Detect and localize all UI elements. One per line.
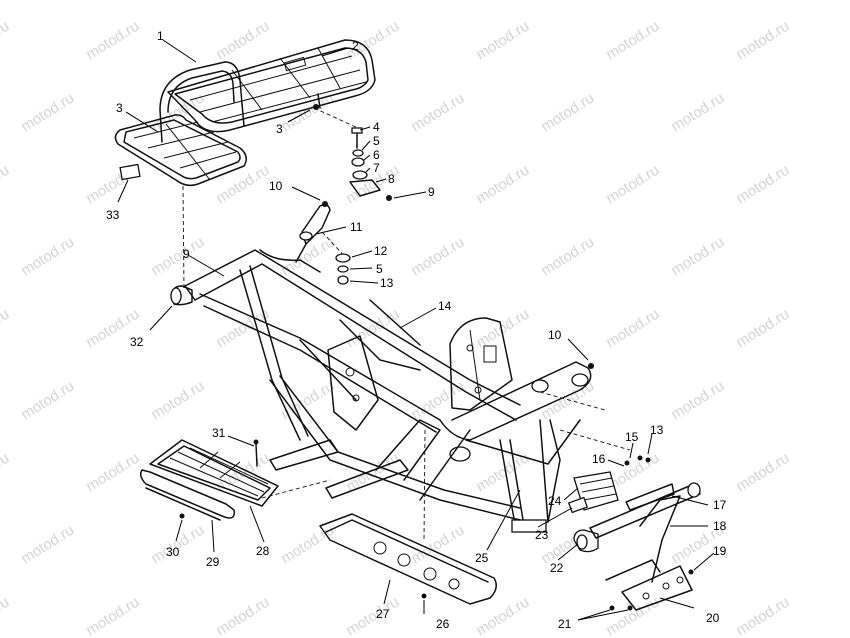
watermark-text: motod.ru [733, 18, 792, 64]
callout-9b: 9 [183, 247, 190, 261]
callout-15: 15 [625, 430, 639, 444]
callout-28: 28 [256, 544, 270, 558]
callout-10b: 10 [548, 328, 562, 342]
callout-13a: 13 [380, 276, 394, 290]
watermark-text: motod.ru [733, 162, 792, 208]
watermark-text: motod.ru [148, 234, 207, 280]
callout-6: 6 [373, 148, 380, 162]
callout-5a: 5 [373, 134, 380, 148]
watermark-text: motod.ru [603, 594, 662, 638]
callout-24: 24 [548, 494, 562, 508]
watermark-text: motod.ru [0, 306, 12, 352]
watermark-text: motod.ru [473, 18, 532, 64]
watermark-text: motod.ru [83, 18, 142, 64]
callout-26: 26 [436, 617, 450, 631]
main-frame [170, 249, 592, 533]
callout-11: 11 [350, 220, 363, 234]
watermark-text: motod.ru [603, 162, 662, 208]
watermark-text: motod.ru [18, 522, 77, 568]
watermark-text: motod.ru [0, 162, 12, 208]
watermark-text: motod.ru [213, 18, 272, 64]
watermark-text: motod.ru [18, 234, 77, 280]
callout-5b: 5 [376, 262, 383, 276]
callout-12: 12 [374, 244, 388, 258]
watermark-text: motod.ru [343, 594, 402, 638]
callout-31: 31 [212, 426, 226, 440]
watermark-text: motod.ru [83, 594, 142, 638]
callout-3b: 3 [276, 122, 283, 136]
callout-4: 4 [373, 120, 380, 134]
callout-16: 16 [592, 452, 606, 466]
callout-3a: 3 [116, 101, 123, 115]
watermark-text: motod.ru [538, 90, 597, 136]
callout-20: 20 [706, 611, 720, 625]
callout-17: 17 [713, 498, 727, 512]
watermark-text: motod.ru [0, 18, 12, 64]
callout-9a: 9 [428, 185, 435, 199]
watermark-text: motod.ru [668, 378, 727, 424]
hardware-stack [313, 104, 392, 201]
watermark-text: motod.ru [668, 234, 727, 280]
callout-30: 30 [166, 545, 180, 559]
watermark-text: motod.ru [668, 90, 727, 136]
callout-33: 33 [106, 208, 120, 222]
callout-22: 22 [550, 561, 564, 575]
alignment-lines [182, 107, 631, 541]
watermark-text: motod.ru [603, 18, 662, 64]
watermark-text: motod.ru [343, 306, 402, 352]
callout-14: 14 [438, 299, 452, 313]
callout-8: 8 [388, 172, 395, 186]
watermark-text: motod.ru [408, 90, 467, 136]
callout-18: 18 [713, 519, 727, 533]
watermark-text: motod.ru [278, 522, 337, 568]
skid-plate [319, 513, 497, 605]
callout-13b: 13 [650, 423, 664, 437]
watermark-text: motod.ru [18, 90, 77, 136]
watermark-text: motod.ru [733, 450, 792, 496]
callout-2: 2 [352, 39, 359, 53]
front-footpeg-assembly [567, 363, 701, 611]
callout-labels: 1 2 3 3 4 5 6 7 8 9 10 11 33 9 12 5 13 3… [106, 29, 727, 631]
watermark-text: motod.ru [18, 378, 77, 424]
watermark-text: motod.ru [148, 378, 207, 424]
callout-1: 1 [157, 29, 164, 43]
watermark-text: motod.ru [0, 594, 12, 638]
left-footrest [139, 439, 279, 521]
watermark-text: motod.ru [733, 594, 792, 638]
callout-23: 23 [535, 528, 549, 542]
leader-lines [117, 39, 715, 621]
watermark-text: motod.ru [473, 162, 532, 208]
watermark-text: motod.ru [733, 306, 792, 352]
watermark-text: motod.ru [473, 306, 532, 352]
watermark-text: motod.ru [408, 234, 467, 280]
watermark-text: motod.ru [213, 594, 272, 638]
callout-29: 29 [206, 555, 220, 569]
watermark-text: motod.ru [0, 450, 12, 496]
callout-7: 7 [373, 161, 380, 175]
callout-19: 19 [713, 544, 727, 558]
watermark-text: motod.ru [538, 234, 597, 280]
callout-25: 25 [475, 551, 489, 565]
callout-27: 27 [376, 607, 390, 621]
callout-21: 21 [558, 617, 572, 631]
watermark-text: motod.ru [603, 306, 662, 352]
rack-bracket [295, 201, 351, 285]
watermark-text: motod.ru [83, 450, 142, 496]
callout-10a: 10 [269, 179, 283, 193]
watermark-text: motod.ru [408, 522, 467, 568]
callout-32: 32 [130, 335, 144, 349]
rear-rack [114, 39, 376, 187]
